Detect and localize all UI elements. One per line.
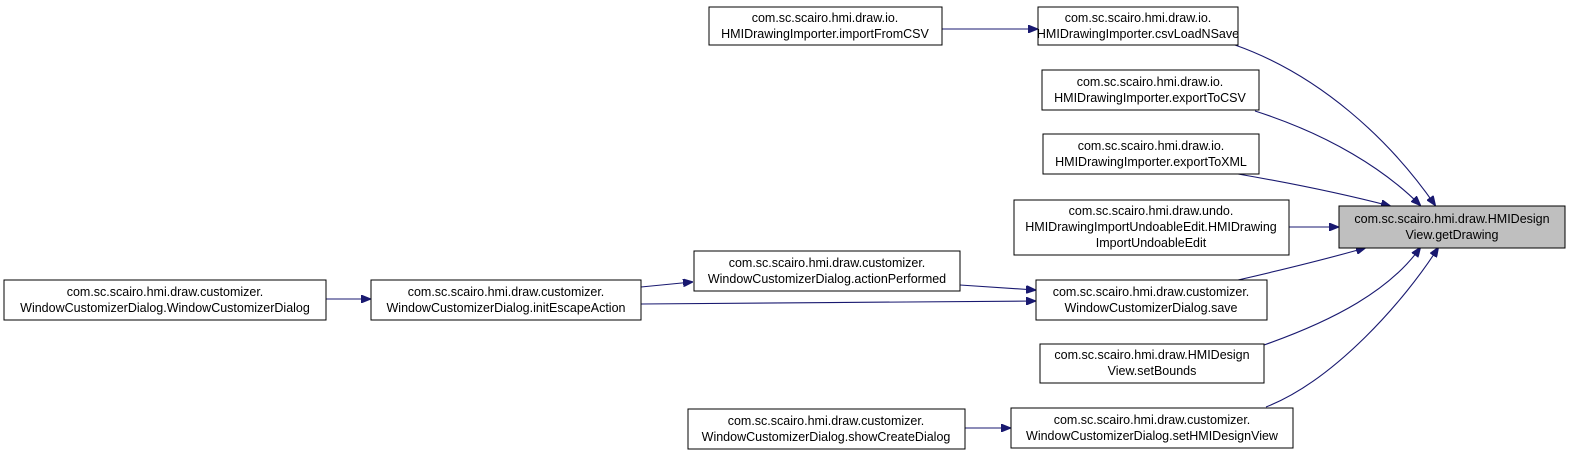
edge-initEscapeAction-to-save xyxy=(640,301,1035,304)
node-getDrawing-line1: com.sc.scairo.hmi.draw.HMIDesign xyxy=(1354,212,1549,226)
node-showCreateDialog-line1: com.sc.scairo.hmi.draw.customizer. xyxy=(728,414,925,428)
edge-csvLoadNSave-to-getDrawing xyxy=(1234,44,1435,205)
node-save-line1: com.sc.scairo.hmi.draw.customizer. xyxy=(1053,285,1250,299)
node-windowCustomizerDialog[interactable]: com.sc.scairo.hmi.draw.customizer. Windo… xyxy=(3,279,327,321)
node-exportToCSV-line2: HMIDrawingImporter.exportToCSV xyxy=(1054,91,1246,105)
edge-exportToCSV-to-getDrawing xyxy=(1254,110,1420,205)
node-importFromCSV-line1: com.sc.scairo.hmi.draw.io. xyxy=(752,11,899,25)
node-undoableEdit[interactable]: com.sc.scairo.hmi.draw.undo. HMIDrawingI… xyxy=(1013,199,1290,256)
node-exportToXML-line1: com.sc.scairo.hmi.draw.io. xyxy=(1078,139,1225,153)
node-csvLoadNSave-line2: HMIDrawingImporter.csvLoadNSave xyxy=(1037,27,1239,41)
node-getDrawing[interactable]: com.sc.scairo.hmi.draw.HMIDesign View.ge… xyxy=(1338,205,1566,249)
node-save[interactable]: com.sc.scairo.hmi.draw.customizer. Windo… xyxy=(1035,279,1268,321)
node-initEscapeAction-line1: com.sc.scairo.hmi.draw.customizer. xyxy=(408,285,605,299)
node-setBounds-line1: com.sc.scairo.hmi.draw.HMIDesign xyxy=(1054,348,1249,362)
node-showCreateDialog-line2: WindowCustomizerDialog.showCreateDialog xyxy=(702,430,951,444)
node-csvLoadNSave[interactable]: com.sc.scairo.hmi.draw.io. HMIDrawingImp… xyxy=(1037,6,1239,46)
edge-initEscapeAction-to-actionPerformed xyxy=(640,282,692,288)
node-actionPerformed-line1: com.sc.scairo.hmi.draw.customizer. xyxy=(729,256,926,270)
node-exportToXML[interactable]: com.sc.scairo.hmi.draw.io. HMIDrawingImp… xyxy=(1042,133,1260,175)
node-windowCustomizerDialog-line2: WindowCustomizerDialog.WindowCustomizerD… xyxy=(20,301,310,315)
node-exportToCSV[interactable]: com.sc.scairo.hmi.draw.io. HMIDrawingImp… xyxy=(1041,69,1260,111)
node-getDrawing-line2: View.getDrawing xyxy=(1406,228,1499,242)
node-undoableEdit-line3: ImportUndoableEdit xyxy=(1096,236,1207,250)
nodes-layer: com.sc.scairo.hmi.draw.HMIDesign View.ge… xyxy=(3,6,1566,450)
edges-layer xyxy=(326,29,1438,428)
node-actionPerformed[interactable]: com.sc.scairo.hmi.draw.customizer. Windo… xyxy=(693,250,961,292)
edge-exportToXML-to-getDrawing xyxy=(1237,173,1390,206)
edge-setBounds-to-getDrawing xyxy=(1263,248,1420,346)
node-setHMIDesignView[interactable]: com.sc.scairo.hmi.draw.customizer. Windo… xyxy=(1010,407,1294,449)
node-setHMIDesignView-line2: WindowCustomizerDialog.setHMIDesignView xyxy=(1026,429,1279,443)
node-importFromCSV[interactable]: com.sc.scairo.hmi.draw.io. HMIDrawingImp… xyxy=(708,6,943,46)
node-importFromCSV-line2: HMIDrawingImporter.importFromCSV xyxy=(721,27,929,41)
node-undoableEdit-line1: com.sc.scairo.hmi.draw.undo. xyxy=(1069,204,1234,218)
node-initEscapeAction[interactable]: com.sc.scairo.hmi.draw.customizer. Windo… xyxy=(370,279,642,321)
node-setHMIDesignView-line1: com.sc.scairo.hmi.draw.customizer. xyxy=(1054,413,1251,427)
node-exportToXML-line2: HMIDrawingImporter.exportToXML xyxy=(1055,155,1247,169)
node-setBounds[interactable]: com.sc.scairo.hmi.draw.HMIDesign View.se… xyxy=(1039,343,1265,384)
edge-setHMIDesignView-to-getDrawing xyxy=(1265,248,1438,408)
edge-save-to-getDrawing xyxy=(1237,248,1365,281)
node-save-line2: WindowCustomizerDialog.save xyxy=(1065,301,1238,315)
node-undoableEdit-line2: HMIDrawingImportUndoableEdit.HMIDrawing xyxy=(1025,220,1277,234)
node-showCreateDialog[interactable]: com.sc.scairo.hmi.draw.customizer. Windo… xyxy=(687,408,966,450)
node-initEscapeAction-line2: WindowCustomizerDialog.initEscapeAction xyxy=(387,301,626,315)
node-csvLoadNSave-line1: com.sc.scairo.hmi.draw.io. xyxy=(1065,11,1212,25)
edge-actionPerformed-to-save xyxy=(959,284,1035,290)
node-setBounds-line2: View.setBounds xyxy=(1108,364,1197,378)
node-exportToCSV-line1: com.sc.scairo.hmi.draw.io. xyxy=(1077,75,1224,89)
node-actionPerformed-line2: WindowCustomizerDialog.actionPerformed xyxy=(708,272,946,286)
node-windowCustomizerDialog-line1: com.sc.scairo.hmi.draw.customizer. xyxy=(67,285,264,299)
